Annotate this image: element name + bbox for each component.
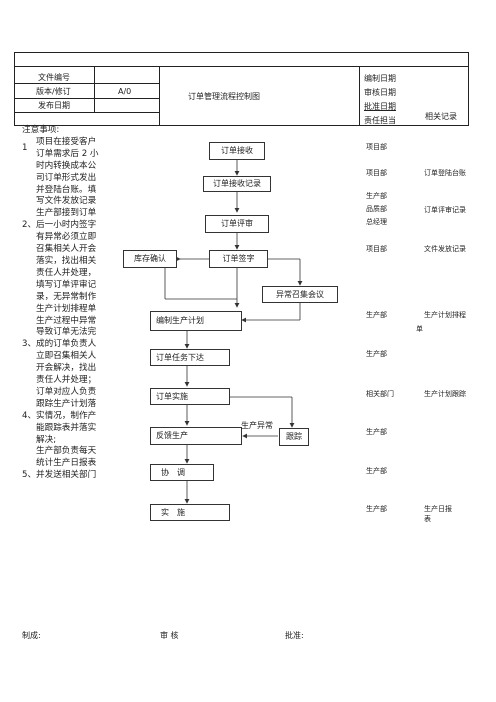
header-col-divider [359,66,360,126]
responsible-9: 生产部 [366,428,387,436]
note-line: 责任人并处理， [36,267,97,278]
header-col-divider [94,66,95,112]
issue-date-label: 发布日期 [38,101,70,110]
flow-receive: 订单接收 [209,142,265,160]
responsible-6: 生产部 [366,311,387,319]
note-line: 跟踪生产计划落 [36,398,97,409]
notes-lines: 项目在接受客户订单需求后 2 小时内转换成本公司订单形式发出并登陆台账。填写文件… [22,137,99,482]
responsible-5: 项目部 [366,245,387,253]
note-line: 生产过程中异常 [36,315,97,326]
responsible-7: 生产部 [366,350,387,358]
responsible-4: 总经理 [366,218,387,226]
note-line: 项目在接受客户 [36,136,97,147]
responsible-label: 责任担当 [364,116,396,125]
version-label: 版本/修订 [36,87,71,96]
note-line: 5、并发送相关部门 [22,470,97,481]
flow-meeting: 异常召集会议 [262,286,338,303]
responsible-10: 生产部 [366,467,387,475]
record-3: 生产计划排程 [424,311,466,319]
responsible-3: 品质部 [366,205,387,213]
responsible-0: 项目部 [366,143,387,151]
flow-execute: 订单实施 [150,388,230,405]
note-line: 生产部负责每天 [36,446,97,457]
note-line: 写文件发放记录 [36,196,97,207]
document-title: 订单管理流程控制图 [188,92,260,101]
note-line: 立即召集相关人 [36,351,97,362]
responsible-8: 相关部门 [366,390,394,398]
note-number-1: 1 [22,143,28,153]
flow-issue: 订单任务下达 [150,349,230,366]
notes-section: 注意事项: 项目在接受客户订单需求后 2 小时内转换成本公司订单形式发出并登陆台… [22,125,99,482]
footer-review: 审 核 [160,631,179,640]
record-6: 生产日报 [424,505,452,513]
flow-review: 订单评审 [205,215,269,233]
header-col-divider [159,66,160,126]
flow-feedback: 反馈生产 [150,427,242,445]
record-4: 单 [416,325,423,333]
notes-heading: 注意事项: [22,125,60,135]
responsible-11: 生产部 [366,505,387,513]
reviewed-date-label: 审核日期 [364,88,396,97]
version-value: A/0 [118,87,132,96]
record-2: 文件发放记录 [424,245,466,253]
note-line: 2、后一小时内签字 [22,220,97,231]
note-line: 统计生产日报表 [36,458,97,469]
record-0: 订单登陆台账 [424,169,466,177]
flow-plan: 编制生产计划 [150,311,242,331]
records-label: 相关记录 [425,112,457,121]
header-row-divider [14,83,159,84]
prepared-date-label: 编制日期 [364,74,396,83]
note-line: 时内转换成本公 [36,160,97,171]
header-table [14,66,469,126]
note-line: 落实，找出相关 [36,255,97,266]
header-row-divider [14,112,159,113]
approved-date-label: 批准日期 [364,102,396,111]
note-line: 订单需求后 2 小 [36,148,99,159]
note-line: 4、实情况，制作产 [22,410,97,421]
note-line: 3、成的订单负责人 [22,339,97,350]
note-line: 能跟踪表并落实 [36,422,97,433]
flow-record: 订单接收记录 [203,176,271,192]
header-row-divider [14,98,159,99]
note-line: 召集相关人开会 [36,244,97,255]
record-7: 表 [424,515,431,523]
note-line: 生产部接到订单 [36,208,97,219]
note-line: 录，无异常制作 [36,291,97,302]
flow-abnormal-label: 生产异常 [241,421,273,430]
doc-no-label: 文件编号 [38,73,70,82]
note-line: 有异常必须立即 [36,232,97,243]
note-line: 生产计划排程单 [36,303,97,314]
note-line: 填写订单评审记 [36,279,97,290]
footer-made-by: 制成: [22,631,41,640]
flow-implement: 实 施 [150,504,230,521]
footer-approve: 批准: [285,631,304,640]
responsible-2: 生产部 [366,192,387,200]
note-line: 并登陆台账。填 [36,184,97,195]
record-5: 生产计划跟踪 [424,390,466,398]
note-line: 责任人并处理； [36,375,97,386]
note-line: 订单对应人负责 [36,386,97,397]
note-line: 司订单形式发出 [36,172,97,183]
note-line: 解决; [36,434,57,445]
note-line: 开会解决，找出 [36,363,97,374]
note-line: 导致订单无法完 [36,327,97,338]
responsible-1: 项目部 [366,169,387,177]
flow-coordinate: 协 调 [150,464,214,481]
header-top-bar [14,52,469,66]
flow-stock-confirm: 库存确认 [123,250,177,268]
flow-sign: 订单签字 [209,250,268,268]
record-1: 订单评审记录 [424,206,466,214]
flow-track: 跟踪 [279,428,309,446]
